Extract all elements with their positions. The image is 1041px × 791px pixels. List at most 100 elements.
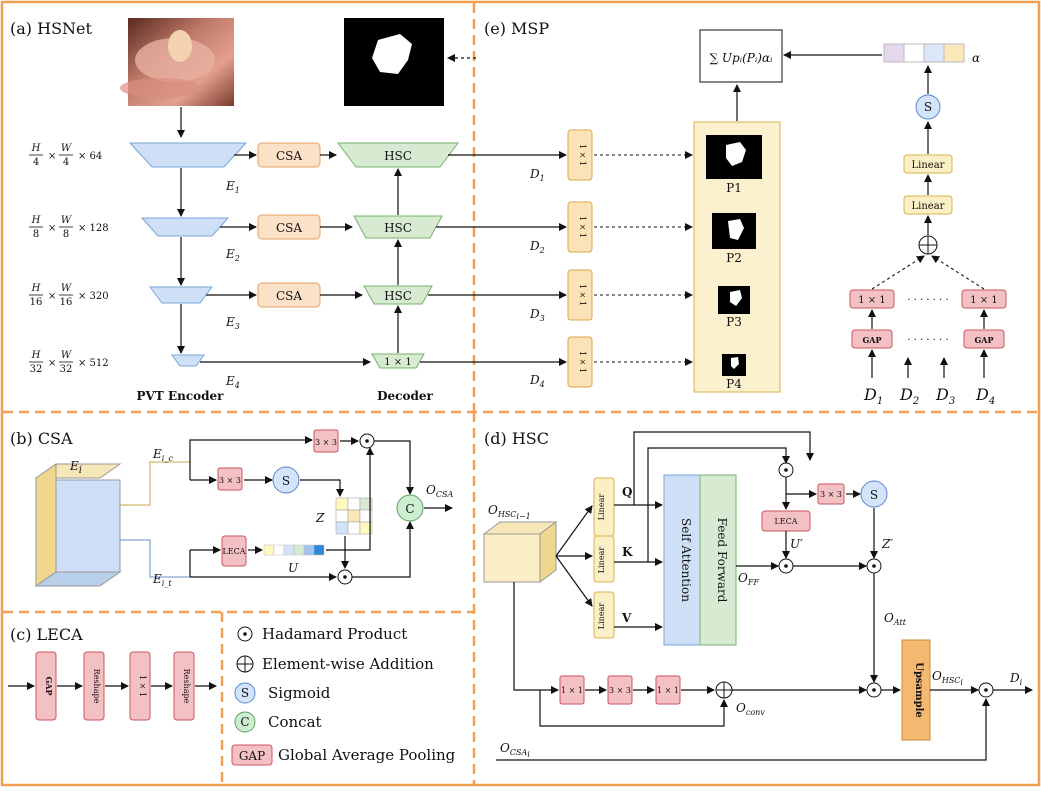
hsc-linear-q: Linear	[593, 477, 615, 537]
scale-label-1: H4×W4× 64	[29, 143, 102, 168]
svg-text:P3: P3	[726, 315, 742, 329]
msp-conv-blocks: 1 × 11 × 11 × 11 × 1	[567, 129, 593, 388]
hsc-conv3: 3 × 3	[817, 483, 845, 505]
csa-eic-label: Ei_c	[152, 447, 173, 463]
hsc-conv3-b: 3 × 3	[607, 675, 633, 705]
encoder-stage-4	[171, 354, 205, 367]
svg-text:Element-wise Addition: Element-wise Addition	[262, 655, 434, 673]
csa-sigmoid: S	[272, 466, 300, 494]
csa-concat: C	[396, 494, 424, 522]
section-title-leca: (c) LECA	[10, 625, 83, 644]
csa-output-label: OCSA	[426, 483, 453, 499]
upsample-block: Upsample	[901, 639, 931, 741]
hsc-hadamard-right	[866, 558, 882, 574]
scale-label-3: H16×W16× 320	[29, 283, 109, 308]
msp-addition	[918, 235, 938, 255]
svg-text:×: ×	[48, 358, 56, 369]
leca-conv: 1 × 1	[129, 651, 151, 721]
csa-hadamard-top	[359, 433, 375, 449]
svg-text:×: ×	[48, 223, 56, 234]
oatt-label: OAtt	[884, 611, 907, 627]
svg-text:× 320: × 320	[78, 291, 109, 302]
encoder-output-E1: E1	[225, 179, 240, 195]
svg-text:CSA: CSA	[276, 289, 302, 303]
alpha-vector	[883, 43, 965, 63]
msp-gap-left: GAP	[851, 329, 893, 349]
svg-text:GAP: GAP	[862, 335, 881, 345]
leca-panel: GAP Reshape 1 × 1 Reshape	[8, 651, 217, 721]
hsc-linear-k: Linear	[593, 535, 615, 583]
svg-text:HSC: HSC	[384, 289, 412, 303]
msp-dots-bottom: · · · · · · ·	[907, 335, 948, 346]
msp-sigmoid: S	[915, 94, 941, 120]
encoder-stage-2	[140, 217, 230, 237]
section-title-hsnet: (a) HSNet	[10, 19, 92, 38]
svg-text:16: 16	[60, 297, 73, 308]
svg-text:C: C	[405, 502, 414, 516]
svg-text:C: C	[240, 715, 249, 729]
svg-text:GAP: GAP	[974, 335, 993, 345]
hsc-hadamard-mid	[778, 558, 794, 574]
svg-text:4: 4	[33, 157, 39, 168]
hsc-leca: LECA	[761, 510, 811, 532]
svg-text:LECA: LECA	[774, 517, 797, 526]
encoder-output-E3: E3	[225, 315, 240, 331]
svg-text:P4: P4	[726, 377, 742, 391]
ohsc-label: OHSCi	[932, 669, 963, 687]
encoder-stage-3	[149, 286, 213, 304]
msp-input-D4: D4	[975, 385, 995, 407]
csa-panel: Ei Ei_c Ei_t 3 × 3 3 × 3 S	[34, 429, 453, 588]
svg-text:W: W	[61, 143, 72, 154]
leca-gap: GAP	[35, 651, 57, 721]
svg-text:×: ×	[48, 291, 56, 302]
decoder-output-D1: D1	[529, 167, 545, 183]
svg-text:Linear: Linear	[597, 603, 606, 630]
msp-input-D3: D3	[935, 385, 955, 407]
msp-gap-right: GAP	[963, 329, 1005, 349]
section-title-hsc: (d) HSC	[484, 429, 549, 448]
svg-text:Linear: Linear	[597, 547, 606, 574]
svg-text:8: 8	[33, 229, 39, 240]
svg-text:3 × 3: 3 × 3	[219, 476, 241, 485]
svg-text:W: W	[61, 350, 72, 361]
csa-eit-label: Ei_t	[152, 572, 172, 588]
off-label: OFF	[738, 571, 759, 587]
svg-text:Concat: Concat	[268, 713, 322, 731]
prediction-p4: P4	[722, 354, 746, 391]
k-label: K	[622, 545, 633, 559]
encoder-output-E4: E4	[225, 374, 240, 390]
hsc-block-3: HSC	[363, 285, 433, 305]
msp-conv-4: 1 × 1	[567, 336, 593, 388]
hsc-hadamard-bottom	[866, 682, 882, 698]
svg-text:H: H	[31, 215, 41, 226]
msp-conv-3: 1 × 1	[567, 269, 593, 321]
scale-label-2: H8×W8× 128	[29, 215, 109, 240]
msp-input-labels: D1 D2 D3 D4	[863, 385, 995, 407]
svg-text:× 128: × 128	[78, 223, 109, 234]
u-prime-label: U′	[790, 537, 803, 551]
svg-text:1 × 1: 1 × 1	[561, 686, 583, 695]
legend-addition: Element-wise Addition	[236, 655, 434, 673]
svg-text:× 64: × 64	[78, 151, 102, 162]
hsc-sigmoid: S	[860, 480, 888, 508]
svg-text:Feed Forward: Feed Forward	[715, 518, 729, 603]
hsc-block-2: HSC	[353, 215, 443, 239]
svg-text:Linear: Linear	[912, 160, 945, 171]
output-mask-image	[344, 18, 444, 106]
weighted-sum-box	[699, 29, 783, 83]
msp-input-D1: D1	[863, 385, 883, 407]
svg-text:1 × 1: 1 × 1	[578, 284, 587, 306]
hsc-conv1-c: 1 × 1	[655, 675, 681, 705]
csa-block-3: CSA	[257, 282, 321, 308]
msp-input-D2: D2	[899, 385, 919, 407]
decoder-output-D2: D2	[529, 239, 545, 255]
msp-conv-right: 1 × 1	[961, 289, 1007, 309]
decoder-output-D3: D3	[529, 307, 545, 323]
csa-ei-label: Ei	[69, 459, 82, 476]
svg-text:1 × 1: 1 × 1	[384, 357, 411, 368]
